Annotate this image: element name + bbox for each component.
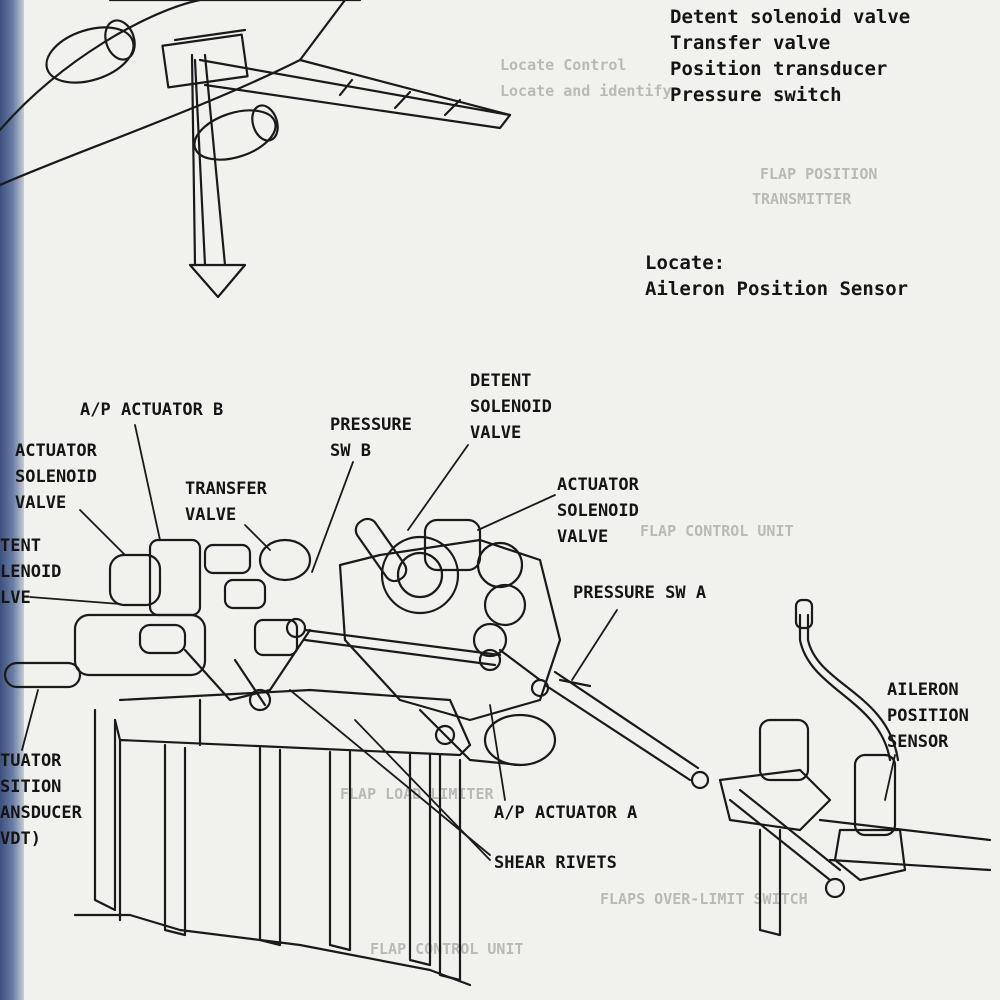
list-item: Transfer valve	[670, 32, 831, 54]
label-line: ACTUATOR	[15, 441, 97, 461]
label-pressure-sw-a: PRESSURE SW A	[573, 583, 707, 603]
label-actuator-solenoid-valve-right: ACTUATOR SOLENOID VALVE	[557, 472, 639, 550]
list-item: Position transducer	[670, 58, 888, 80]
aileron-pushrod	[530, 670, 710, 790]
label-line: TUATOR	[0, 751, 62, 771]
label-line: PRESSURE	[330, 415, 412, 435]
top-part-list: Detent solenoid valve Transfer valve Pos…	[670, 4, 910, 108]
label-line: AILERON	[887, 680, 959, 700]
label-pressure-sw-b: PRESSURE SW B	[330, 412, 412, 464]
label-ap-actuator-b: A/P ACTUATOR B	[80, 400, 224, 420]
label-detent-solenoid-valve-top: DETENT SOLENOID VALVE	[470, 368, 552, 446]
label-line: VALVE	[470, 423, 522, 443]
label-line: VALVE	[557, 527, 609, 547]
list-item: Pressure switch	[670, 84, 842, 106]
label-line: TENT	[0, 536, 41, 556]
show-through-text: FLAP CONTROL UNIT	[640, 522, 794, 540]
label-aileron-position-sensor: AILERON POSITION SENSOR	[887, 677, 969, 755]
locate-item: Aileron Position Sensor	[645, 278, 909, 300]
actuator-b-assembly	[3, 538, 312, 712]
label-ap-actuator-a: A/P ACTUATOR A	[494, 803, 638, 823]
show-through-text: FLAP CONTROL UNIT	[370, 940, 524, 958]
mounting-frame	[73, 688, 472, 987]
show-through-text: TRANSMITTER	[752, 190, 852, 208]
leader-lines	[21, 424, 896, 861]
aircraft-sketch	[0, 0, 512, 187]
label-line: VALVE	[185, 505, 237, 525]
label-line: SITION	[0, 777, 62, 797]
label-actuator-position-transducer: TUATOR SITION ANSDUCER VDT)	[0, 748, 82, 852]
label-line: SOLENOID	[557, 501, 639, 521]
locate-heading: Locate:	[645, 252, 726, 274]
label-line: TRANSFER	[185, 479, 267, 499]
label-actuator-solenoid-valve-left: ACTUATOR SOLENOID VALVE	[15, 438, 97, 516]
central-valve-block	[303, 517, 562, 767]
list-item: Detent solenoid valve	[670, 6, 911, 28]
show-through-text: Locate and identify	[500, 82, 672, 100]
label-line: SOLENOID	[470, 397, 552, 417]
label-line: ANSDUCER	[0, 803, 82, 823]
page-edge-binding	[0, 0, 24, 1000]
label-detent-solenoid-valve-left: TENT LENOID LVE	[0, 533, 61, 611]
label-line: SENSOR	[887, 732, 949, 752]
label-line: SOLENOID	[15, 467, 97, 487]
show-through-text: FLAPS OVER-LIMIT SWITCH	[600, 890, 808, 908]
label-line: POSITION	[887, 706, 969, 726]
label-transfer-valve: TRANSFER VALVE	[185, 476, 267, 528]
label-line: VDT)	[0, 829, 41, 849]
label-line: LVE	[0, 588, 31, 608]
locator-arrow	[188, 53, 247, 299]
locate-block: Locate: Aileron Position Sensor	[645, 250, 908, 302]
label-line: LENOID	[0, 562, 62, 582]
label-line: DETENT	[470, 371, 532, 391]
label-line: VALVE	[15, 493, 67, 513]
show-through-text: FLAP POSITION	[760, 165, 878, 183]
show-through-text: Locate Control	[500, 56, 627, 74]
label-shear-rivets: SHEAR RIVETS	[494, 853, 617, 873]
label-line: SW B	[330, 441, 371, 461]
label-line: ACTUATOR	[557, 475, 639, 495]
aileron-sensor-assembly	[718, 598, 992, 937]
